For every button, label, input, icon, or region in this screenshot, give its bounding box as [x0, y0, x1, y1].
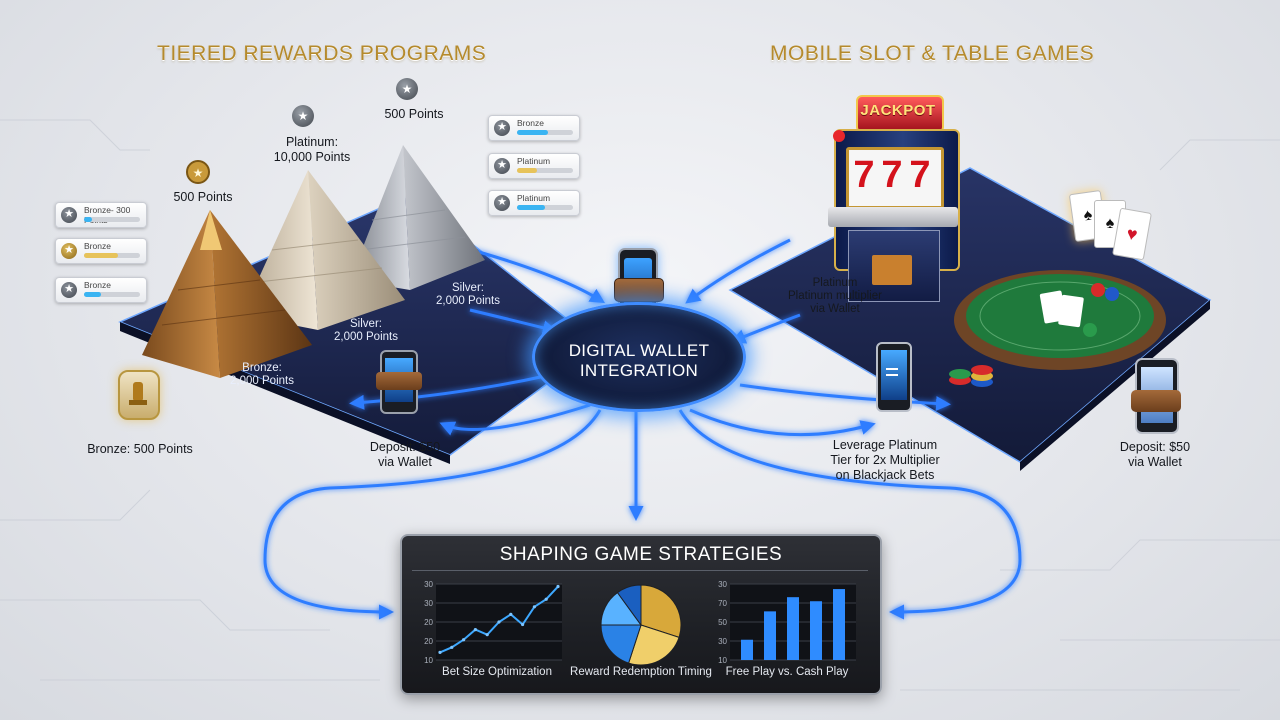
y-tick-label: 20 [424, 618, 433, 627]
medal-icon [494, 158, 510, 174]
data-point [509, 612, 513, 616]
pie-slice [640, 584, 682, 638]
y-tick-label: 10 [718, 656, 727, 665]
data-point [450, 645, 454, 649]
slot-machine: JACKPOT 7 7 7 [828, 95, 966, 303]
bar [787, 597, 799, 660]
lever-ball-icon [833, 130, 845, 142]
medal-icon [61, 207, 77, 223]
y-tick-label: 30 [718, 580, 727, 589]
data-point [556, 584, 560, 589]
platinum-pyramid-label: Platinum: 10,000 Points [273, 135, 351, 164]
y-tick-label: 50 [718, 618, 727, 627]
silver-medal-icon: ★ [396, 78, 418, 100]
data-point [473, 628, 477, 632]
silver-tier-label-b: Silver: 2,000 Points [334, 318, 398, 343]
bronze-pyramid-label: 500 Points [173, 190, 233, 204]
badge-card-left-1: ★ Bronze- 300 Points [55, 202, 147, 228]
pyramid-medals: ★ [186, 160, 210, 184]
trophy-icon [118, 370, 160, 420]
hub-line-1: DIGITAL WALLET [568, 341, 710, 360]
badge-card-left-2: ★ Bronze [55, 238, 147, 264]
hub-line-2: INTEGRATION [579, 361, 699, 380]
badge-card-right-1: ★ Bronze [488, 115, 580, 141]
panel-title: SHAPING GAME STRATEGIES [499, 544, 783, 565]
pie-slice [616, 584, 642, 627]
badge-card-right-3: ★ Platinum [488, 190, 580, 216]
y-tick-label: 30 [424, 580, 433, 589]
medal-icon [61, 282, 77, 298]
data-point [497, 620, 501, 624]
circuit-traces [0, 119, 1280, 691]
y-tick-label: 30 [718, 637, 727, 646]
platinum-medal-icon: ★ [292, 105, 314, 127]
mobile-games-title: MOBILE SLOT & TABLE GAMES [770, 42, 1095, 65]
badge-card-left-3: ★ Bronze [55, 277, 147, 303]
data-point [544, 597, 548, 601]
jackpot-sign: JACKPOT [860, 102, 936, 119]
reward-timing-chart [600, 584, 682, 666]
pie-slice [628, 624, 680, 666]
digital-wallet-hub: DIGITAL WALLET INTEGRATION [532, 302, 746, 412]
bar [810, 601, 822, 660]
platinum-multiplier-label: Platinum Platinum multiplier via Wallet [788, 277, 882, 315]
bar [833, 589, 845, 660]
bar [741, 639, 753, 660]
free-vs-cash-chart: 30 70 50 30 10 [718, 580, 856, 665]
right-phone-icon [876, 342, 912, 412]
reel-1: 7 [853, 154, 875, 196]
data-point [521, 622, 525, 627]
bronze-bottom-label: Bronze: 500 Points [87, 442, 193, 456]
flow-arrows [263, 238, 1022, 620]
leverage-platinum-label: Leverage Platinum Tier for 2x Multiplier… [830, 438, 940, 482]
medal-icon [61, 243, 77, 259]
data-point [462, 638, 466, 642]
pie-slice [600, 624, 642, 664]
bet-size-caption: Bet Size Optimization [442, 666, 552, 678]
data-point [438, 650, 442, 654]
reward-timing-caption: Reward Redemption Timing [570, 666, 712, 678]
free-vs-cash-caption: Free Play vs. Cash Play [725, 666, 849, 678]
y-tick-label: 70 [718, 599, 727, 608]
left-phone-icon [376, 350, 422, 414]
chip-stack-icon [949, 365, 993, 387]
bronze-tier-label: Bronze: 2,000 Points [230, 362, 294, 387]
far-right-phone-icon [1131, 358, 1181, 434]
poker-table [954, 270, 1166, 370]
deposit-right-label: Deposit: $50 via Wallet [1119, 440, 1191, 469]
badge-card-right-2: ★ Platinum [488, 153, 580, 179]
reel-2: 7 [881, 154, 903, 196]
reel-3: 7 [909, 154, 931, 196]
y-tick-label: 30 [424, 599, 433, 608]
medal-icon [494, 120, 510, 136]
svg-text:★: ★ [193, 166, 204, 180]
deposit-left-label: Deposit: $50 via Wallet [369, 440, 441, 469]
tiered-rewards-title: TIERED REWARDS PROGRAMS [157, 42, 487, 65]
y-tick-label: 10 [424, 656, 433, 665]
data-point [532, 605, 536, 609]
data-point [485, 633, 489, 637]
pyramids-illustration: ★ [142, 145, 485, 378]
medal-icon [494, 195, 510, 211]
y-tick-label: 20 [424, 637, 433, 646]
silver-tier-label-a: Silver: 2,000 Points [436, 282, 500, 307]
strategies-panel: SHAPING GAME STRATEGIES 30 30 20 20 10 Bet S… [400, 534, 882, 695]
bronze-pyramid [142, 210, 312, 378]
bar [764, 611, 776, 660]
silver-pyramid-label: 500 Points [384, 107, 444, 121]
bet-size-chart: 30 30 20 20 10 [424, 580, 562, 665]
